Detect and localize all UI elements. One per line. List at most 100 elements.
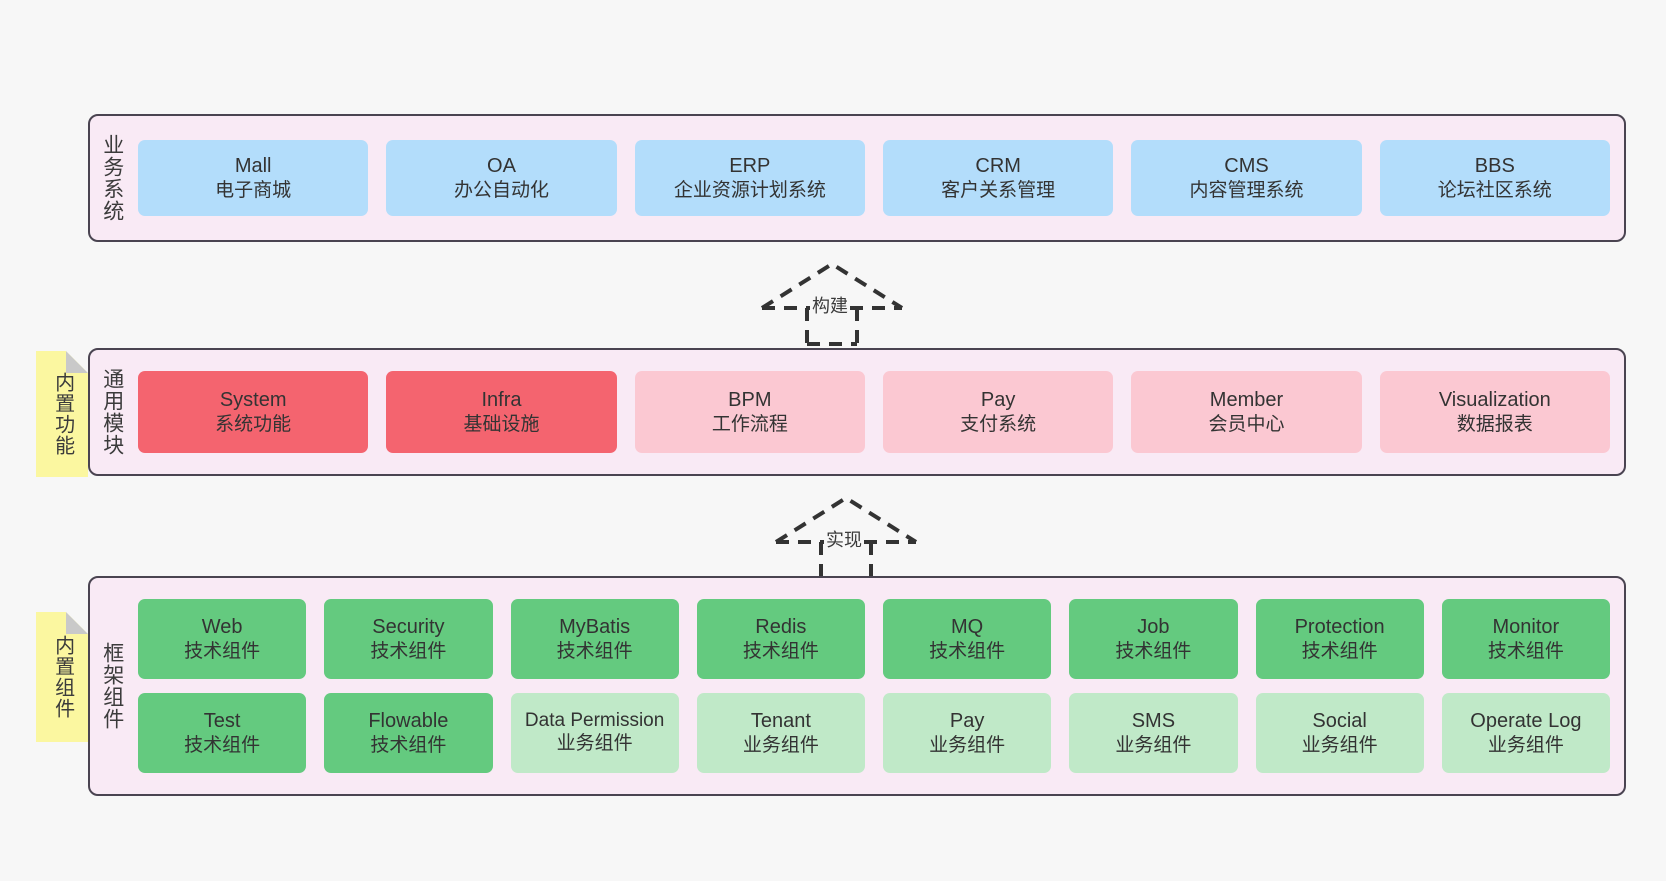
note-builtin-component: 内置组件 <box>36 612 88 742</box>
card-title-en: Security <box>372 616 445 639</box>
card-title-en: Redis <box>755 616 807 639</box>
card-title-cn: 会员中心 <box>1208 413 1285 435</box>
card-title-cn: 技术组件 <box>1115 640 1192 662</box>
card-data-permission[interactable]: Data Permission 业务组件 <box>510 693 679 773</box>
card-operate-log[interactable]: Operate Log 业务组件 <box>1441 693 1610 773</box>
card-job[interactable]: Job 技术组件 <box>1069 599 1238 679</box>
card-title-en: Mall <box>234 155 272 178</box>
card-title-cn: 电子商城 <box>215 179 292 201</box>
card-title-en: CMS <box>1224 155 1269 178</box>
layer-body-modules: System 系统功能 Infra 基础设施 BPM 工作流程 Pay 支付系统… <box>134 350 1624 474</box>
layer-common-modules: 通用模块 System 系统功能 Infra 基础设施 BPM 工作流程 Pay… <box>88 348 1626 476</box>
layer-body-business: Mall 电子商城 OA 办公自动化 ERP 企业资源计划系统 CRM 客户关系… <box>134 116 1624 240</box>
card-title-cn: 业务组件 <box>929 734 1006 756</box>
card-title-cn: 工作流程 <box>711 413 788 435</box>
arrow-head-triangle <box>774 495 918 544</box>
card-title-cn: 支付系统 <box>960 413 1037 435</box>
card-flowable[interactable]: Flowable 技术组件 <box>324 693 493 773</box>
card-title-en: MyBatis <box>559 616 631 639</box>
card-title-en: Tenant <box>750 710 811 733</box>
card-row: Web 技术组件 Security 技术组件 MyBatis 技术组件 Redi… <box>138 599 1610 679</box>
card-title-cn: 数据报表 <box>1456 413 1533 435</box>
card-title-en: Pay <box>949 710 985 733</box>
card-title-en: Test <box>203 710 241 733</box>
card-row: Mall 电子商城 OA 办公自动化 ERP 企业资源计划系统 CRM 客户关系… <box>138 140 1610 216</box>
card-title-en: Monitor <box>1492 616 1560 639</box>
note-label: 内置组件 <box>51 635 74 719</box>
card-title-cn: 业务组件 <box>742 734 819 756</box>
card-title-cn: 技术组件 <box>184 734 261 756</box>
arrow-label-build: 构建 <box>810 292 850 318</box>
card-title-cn: 技术组件 <box>370 640 447 662</box>
layer-framework-components: 框架组件 Web 技术组件 Security 技术组件 MyBatis 技术组件… <box>88 576 1626 796</box>
card-protection[interactable]: Protection 技术组件 <box>1255 599 1424 679</box>
card-oa[interactable]: OA 办公自动化 <box>386 140 617 216</box>
card-title-cn: 基础设施 <box>463 413 540 435</box>
card-row: Test 技术组件 Flowable 技术组件 Data Permission … <box>138 693 1610 773</box>
card-security[interactable]: Security 技术组件 <box>324 599 493 679</box>
card-visualization[interactable]: Visualization 数据报表 <box>1379 371 1610 453</box>
layer-title-modules: 通用模块 <box>100 368 124 456</box>
card-title-cn: 内容管理系统 <box>1189 179 1304 201</box>
card-cms[interactable]: CMS 内容管理系统 <box>1131 140 1362 216</box>
card-social[interactable]: Social 业务组件 <box>1255 693 1424 773</box>
card-title-en: ERP <box>729 155 771 178</box>
card-title-en: Visualization <box>1438 389 1551 412</box>
card-monitor[interactable]: Monitor 技术组件 <box>1441 599 1610 679</box>
card-pay-module[interactable]: Pay 支付系统 <box>882 371 1114 453</box>
card-infra[interactable]: Infra 基础设施 <box>386 371 617 453</box>
card-erp[interactable]: ERP 企业资源计划系统 <box>634 140 865 216</box>
layer-title-framework: 框架组件 <box>100 642 124 730</box>
card-web[interactable]: Web 技术组件 <box>138 599 307 679</box>
card-title-cn: 技术组件 <box>1301 640 1378 662</box>
card-title-cn: 技术组件 <box>370 734 447 756</box>
card-title-en: OA <box>487 155 516 178</box>
card-title-cn: 业务组件 <box>1301 734 1378 756</box>
card-redis[interactable]: Redis 技术组件 <box>696 599 865 679</box>
card-title-cn: 技术组件 <box>184 640 261 662</box>
card-title-en: Member <box>1209 389 1284 412</box>
card-test[interactable]: Test 技术组件 <box>138 693 307 773</box>
card-title-en: Pay <box>980 389 1016 412</box>
card-title-en: Operate Log <box>1470 710 1582 733</box>
card-title-cn: 业务组件 <box>1487 734 1564 756</box>
card-title-en: Infra <box>481 389 522 412</box>
card-title-cn: 技术组件 <box>742 640 819 662</box>
card-title-en: Flowable <box>368 710 449 733</box>
card-mybatis[interactable]: MyBatis 技术组件 <box>510 599 679 679</box>
card-title-cn: 论坛社区系统 <box>1437 179 1552 201</box>
card-title-cn: 技术组件 <box>929 640 1006 662</box>
card-title-cn: 业务组件 <box>556 733 633 755</box>
card-bbs[interactable]: BBS 论坛社区系统 <box>1379 140 1610 216</box>
card-member[interactable]: Member 会员中心 <box>1131 371 1362 453</box>
card-title-cn: 系统功能 <box>215 413 292 435</box>
card-title-cn: 业务组件 <box>1115 734 1192 756</box>
card-title-en: SMS <box>1131 710 1176 733</box>
card-title-cn: 企业资源计划系统 <box>673 179 826 201</box>
arrow-label-implement: 实现 <box>824 526 864 552</box>
arrow-build: 构建 <box>752 256 912 346</box>
card-title-en: BPM <box>728 389 772 412</box>
layer-title-business: 业务系统 <box>100 134 124 222</box>
card-title-en: Web <box>201 616 243 639</box>
card-sms[interactable]: SMS 业务组件 <box>1069 693 1238 773</box>
card-title-en: Social <box>1312 710 1367 733</box>
card-title-en: CRM <box>975 155 1021 178</box>
card-title-en: Job <box>1137 616 1170 639</box>
note-builtin-function: 内置功能 <box>36 351 88 477</box>
card-pay-component[interactable]: Pay 业务组件 <box>883 693 1052 773</box>
card-bpm[interactable]: BPM 工作流程 <box>634 371 865 453</box>
card-system[interactable]: System 系统功能 <box>138 371 369 453</box>
card-title-cn: 技术组件 <box>556 640 633 662</box>
card-title-cn: 办公自动化 <box>453 179 549 201</box>
card-row: System 系统功能 Infra 基础设施 BPM 工作流程 Pay 支付系统… <box>138 371 1610 453</box>
card-mq[interactable]: MQ 技术组件 <box>883 599 1052 679</box>
note-label: 内置功能 <box>51 372 74 456</box>
card-crm[interactable]: CRM 客户关系管理 <box>882 140 1114 216</box>
card-mall[interactable]: Mall 电子商城 <box>138 140 369 216</box>
layer-body-framework: Web 技术组件 Security 技术组件 MyBatis 技术组件 Redi… <box>134 578 1624 794</box>
card-tenant[interactable]: Tenant 业务组件 <box>696 693 865 773</box>
card-title-en: BBS <box>1474 155 1515 178</box>
card-title-en: Protection <box>1294 616 1385 639</box>
arrow-implement: 实现 <box>766 490 926 580</box>
